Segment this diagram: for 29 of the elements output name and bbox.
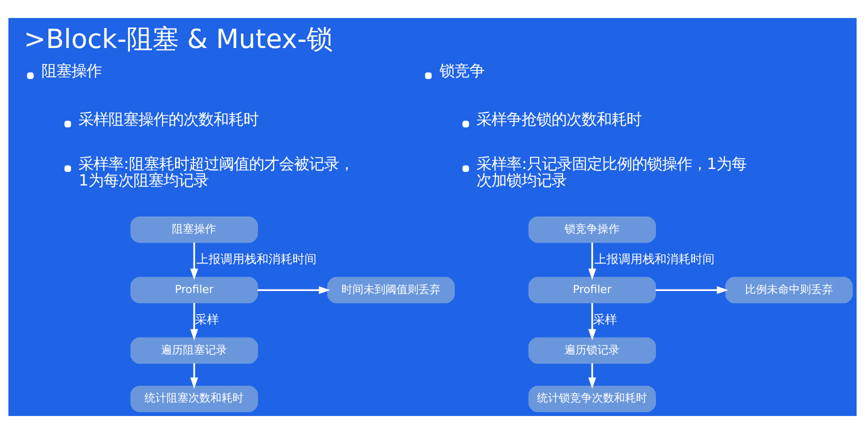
arrow (190, 242, 198, 280)
label: 阻塞操作 (41, 61, 102, 80)
node-box: 统计锁竞争次数和耗时 (528, 385, 656, 412)
arrow (588, 362, 596, 388)
edge-label: 上报调用栈和消耗时间 (196, 251, 316, 266)
arrow (588, 302, 596, 340)
node-box: 比例未命中则丢弃 (725, 276, 853, 303)
arrow (588, 242, 596, 280)
label: 采样阻塞操作的次数和耗时 (78, 110, 259, 128)
label: 采样争抢锁的次数和耗时 (476, 110, 642, 128)
node-box: 时间未到阈值则丢弃 (327, 276, 455, 303)
edge-label: 采样 (194, 312, 219, 326)
node-box: 统计阻塞次数和耗时 (130, 385, 258, 412)
edge-label: 上报调用栈和消耗时间 (594, 251, 714, 266)
edge-label: 采样 (592, 312, 617, 326)
arrow (190, 362, 198, 388)
label: 采样率:只记录固定比例的锁操作，1为每次加锁均记录 (476, 154, 747, 189)
label: 锁竞争 (439, 61, 484, 80)
node-box: 阻塞操作 (130, 216, 258, 242)
node-box: 遍历阻塞记录 (130, 336, 258, 364)
arrow (190, 302, 198, 340)
node-box: Profiler (130, 276, 258, 303)
node-box: 锁竞争操作 (528, 216, 656, 242)
arrow (656, 286, 728, 294)
node-box: 遍历锁记录 (528, 336, 656, 364)
diagram-title: >Block-阻塞 & Mutex-锁 (24, 24, 333, 54)
label: 采样率:阻塞耗时超过阈值的才会被记录，1为每次阻塞均记录 (78, 154, 354, 189)
node-box: Profiler (528, 276, 656, 303)
arrow (258, 286, 330, 294)
